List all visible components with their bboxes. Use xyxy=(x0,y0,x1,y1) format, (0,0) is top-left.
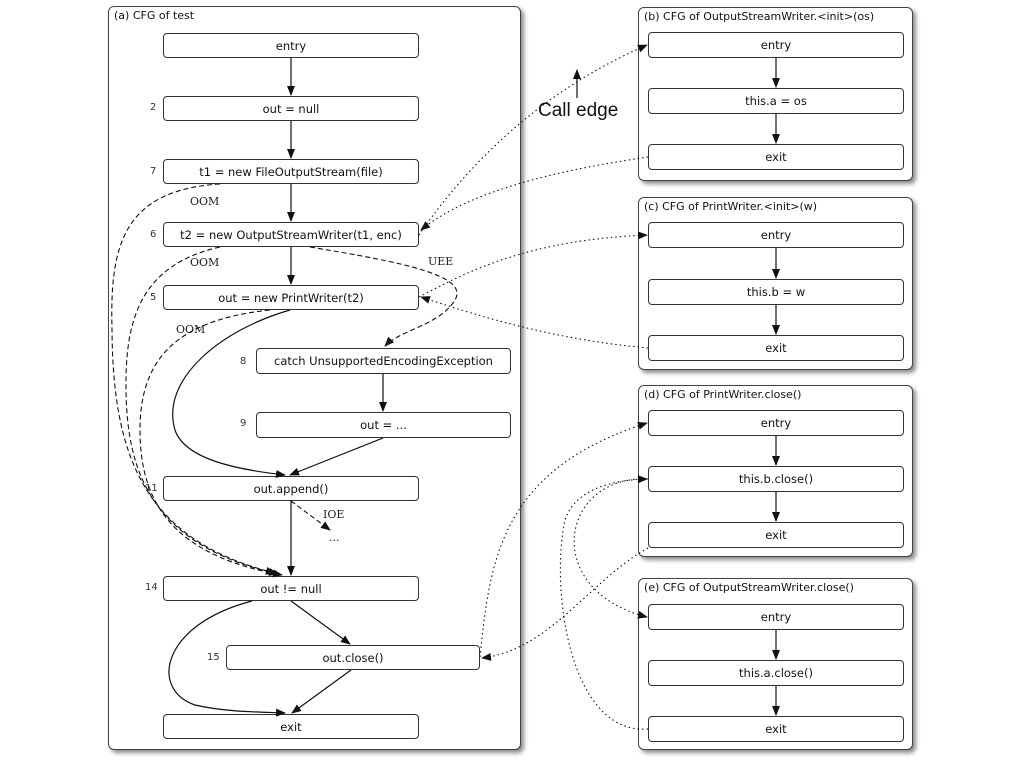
panel-title: (b) CFG of OutputStreamWriter.<init>(os) xyxy=(644,10,875,23)
node-entry: entry xyxy=(648,32,904,58)
node-this-a-close: this.a.close() xyxy=(648,660,904,686)
node-catch-uee: catch UnsupportedEncodingException xyxy=(256,348,511,374)
node-entry: entry xyxy=(648,222,904,248)
panel-title: (c) CFG of PrintWriter.<init>(w) xyxy=(644,200,818,213)
edge xyxy=(289,437,384,476)
call-edge xyxy=(481,547,649,661)
line-number-14: 14 xyxy=(145,582,158,593)
call-edge xyxy=(418,44,648,236)
node-this-b-close: this.b.close() xyxy=(648,466,904,492)
normal-edges xyxy=(168,58,780,717)
panel-title: (d) CFG of PrintWriter.close() xyxy=(644,388,802,401)
edge xyxy=(168,600,286,717)
exception-edge xyxy=(290,500,331,531)
exception-edge xyxy=(309,246,458,347)
node-exit: exit xyxy=(648,144,904,170)
line-number-9: 9 xyxy=(240,418,247,429)
line-number-15: 15 xyxy=(207,652,220,663)
exception-edge xyxy=(125,246,279,576)
exception-edge xyxy=(139,309,283,578)
line-number-8: 8 xyxy=(240,356,247,367)
node-file-output-stream: t1 = new FileOutputStream(file) xyxy=(163,159,419,184)
edge-label-oom: OOM xyxy=(176,323,206,336)
node-output-stream-writer: t2 = new OutputStreamWriter(t1, enc) xyxy=(163,222,419,247)
call-edge xyxy=(479,421,648,658)
call-edge xyxy=(418,231,648,298)
edge xyxy=(291,669,352,714)
call-edge-legend: Call edge xyxy=(538,100,619,121)
line-number-6: 6 xyxy=(150,229,157,240)
edge-label-oom: OOM xyxy=(190,195,220,208)
call-edge xyxy=(559,475,649,730)
node-print-writer: out = new PrintWriter(t2) xyxy=(163,285,419,310)
node-out-not-null: out != null xyxy=(163,576,419,601)
exception-edge xyxy=(111,183,276,575)
call-edge xyxy=(420,156,649,231)
edge-label-ioe: IOE xyxy=(323,508,345,521)
node-this-b-assign: this.b = w xyxy=(648,279,904,305)
call-edges xyxy=(418,44,649,730)
call-edge xyxy=(420,296,649,349)
panel-title: (a) CFG of test xyxy=(114,9,195,22)
line-number-11: 11 xyxy=(145,483,158,494)
node-out-close: out.close() xyxy=(226,645,480,670)
node-exit: exit xyxy=(648,335,904,361)
edge-label-uee: UEE xyxy=(428,255,454,268)
panel-cfg-test: (a) CFG of test xyxy=(108,6,521,750)
node-entry: entry xyxy=(648,410,904,436)
node-out-assign: out = ... xyxy=(256,412,511,438)
node-exit: exit xyxy=(163,714,419,739)
line-number-2: 2 xyxy=(150,102,157,113)
line-number-5: 5 xyxy=(150,292,157,303)
node-entry: entry xyxy=(648,604,904,630)
line-number-7: 7 xyxy=(150,166,157,177)
panel-title: (e) CFG of OutputStreamWriter.close() xyxy=(644,581,854,594)
node-out-append: out.append() xyxy=(163,476,419,501)
node-out-null: out = null xyxy=(163,96,419,121)
edge xyxy=(290,600,351,645)
node-entry: entry xyxy=(163,33,419,58)
edge-label-ellipsis: ... xyxy=(329,531,340,544)
node-exit: exit xyxy=(648,522,904,548)
edge xyxy=(172,309,291,478)
node-exit: exit xyxy=(648,716,904,742)
node-this-a-assign: this.a = os xyxy=(648,88,904,114)
call-edge xyxy=(573,478,649,619)
exception-edges xyxy=(111,183,458,578)
edge-label-oom: OOM xyxy=(190,256,220,269)
